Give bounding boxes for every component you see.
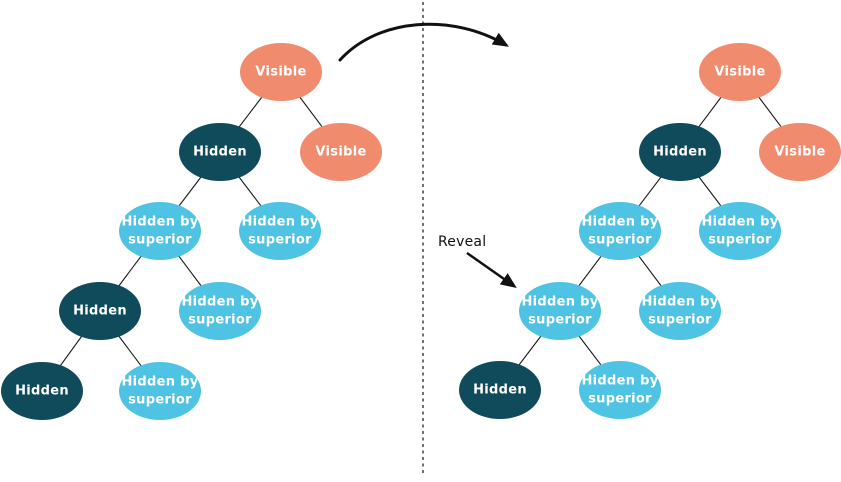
node-ellipse [699, 202, 781, 260]
node-ellipse [699, 43, 781, 101]
node-visible: Visible [759, 123, 841, 181]
node-visible: Visible [240, 43, 322, 101]
node-ellipse [639, 282, 721, 340]
node-ellipse [1, 362, 83, 420]
node-hidden-by-superior: Hidden by superior [179, 282, 261, 340]
node-ellipse [119, 362, 201, 420]
reveal-label: Reveal [438, 234, 486, 250]
node-label: Visible [774, 145, 825, 160]
node-label-line: Hidden by [121, 375, 198, 390]
node-label-line: Hidden by [181, 295, 258, 310]
node-ellipse [519, 282, 601, 340]
node-ellipse [759, 123, 841, 181]
node-ellipse [179, 282, 261, 340]
node-label-line: Hidden by [581, 374, 658, 389]
node-label-line: Hidden [473, 383, 527, 398]
node-ellipse [119, 202, 201, 260]
node-ellipse [59, 282, 141, 340]
node-visible: Visible [699, 43, 781, 101]
node-label: Hidden [653, 145, 707, 160]
node-hidden-by-superior: Hidden by superior [239, 202, 321, 260]
node-label-line: Hidden [15, 384, 69, 399]
node-label: Hidden by superior [121, 215, 198, 248]
node-label-line: Hidden by [581, 215, 658, 230]
node-label: Visible [714, 65, 765, 80]
node-hidden-by-superior: Hidden by superior [119, 362, 201, 420]
node-ellipse [579, 361, 661, 419]
node-hidden-by-superior: Hidden by superior [699, 202, 781, 260]
node-label: Hidden by superior [701, 215, 778, 248]
node-label-line: Visible [714, 65, 765, 80]
node-label-line: Hidden by [521, 295, 598, 310]
node-label-line: Hidden by [121, 215, 198, 230]
node-hidden-by-superior: Hidden by superior [119, 202, 201, 260]
node-label-line: Visible [774, 145, 825, 160]
node-hidden: Hidden [639, 123, 721, 181]
node-ellipse [239, 202, 321, 260]
node-hidden-by-superior: Hidden by superior [639, 282, 721, 340]
node-label-line: superior [588, 233, 652, 248]
node-label: Hidden [15, 384, 69, 399]
node-label-line: Hidden [73, 304, 127, 319]
node-ellipse [639, 123, 721, 181]
reveal-arrow [466, 251, 517, 288]
node-ellipse [179, 123, 261, 181]
node-label-line: superior [188, 313, 252, 328]
node-label-line: Hidden [193, 145, 247, 160]
node-hidden-by-superior: Hidden by superior [519, 282, 601, 340]
node-label-line: Visible [255, 65, 306, 80]
node-ellipse [579, 202, 661, 260]
node-label-line: superior [128, 393, 192, 408]
node-label-line: Hidden by [701, 215, 778, 230]
transition-arrow [338, 22, 509, 62]
node-visible: Visible [300, 123, 382, 181]
node-hidden-by-superior: Hidden by superior [579, 202, 661, 260]
node-hidden-by-superior: Hidden by superior [579, 361, 661, 419]
node-label-line: superior [648, 313, 712, 328]
node-label-line: Hidden by [641, 295, 718, 310]
node-label: Hidden by superior [241, 215, 318, 248]
node-label: Hidden [473, 383, 527, 398]
node-label: Hidden by superior [581, 215, 658, 248]
node-label: Visible [255, 65, 306, 80]
node-hidden: Hidden [1, 362, 83, 420]
node-label: Hidden by superior [641, 295, 718, 328]
node-ellipse [240, 43, 322, 101]
node-label: Visible [315, 145, 366, 160]
node-label-line: superior [128, 233, 192, 248]
node-label: Hidden by superior [521, 295, 598, 328]
node-label: Hidden [193, 145, 247, 160]
node-hidden: Hidden [59, 282, 141, 340]
node-label-line: superior [588, 392, 652, 407]
node-label-line: superior [248, 233, 312, 248]
node-hidden: Hidden [459, 361, 541, 419]
node-label-line: Hidden [653, 145, 707, 160]
node-hidden: Hidden [179, 123, 261, 181]
node-label: Hidden by superior [581, 374, 658, 407]
node-label: Hidden [73, 304, 127, 319]
node-ellipse [300, 123, 382, 181]
node-ellipse [459, 361, 541, 419]
node-label-line: superior [528, 313, 592, 328]
node-label: Hidden by superior [181, 295, 258, 328]
node-label-line: superior [708, 233, 772, 248]
node-label: Hidden by superior [121, 375, 198, 408]
node-label-line: Hidden by [241, 215, 318, 230]
node-label-line: Visible [315, 145, 366, 160]
